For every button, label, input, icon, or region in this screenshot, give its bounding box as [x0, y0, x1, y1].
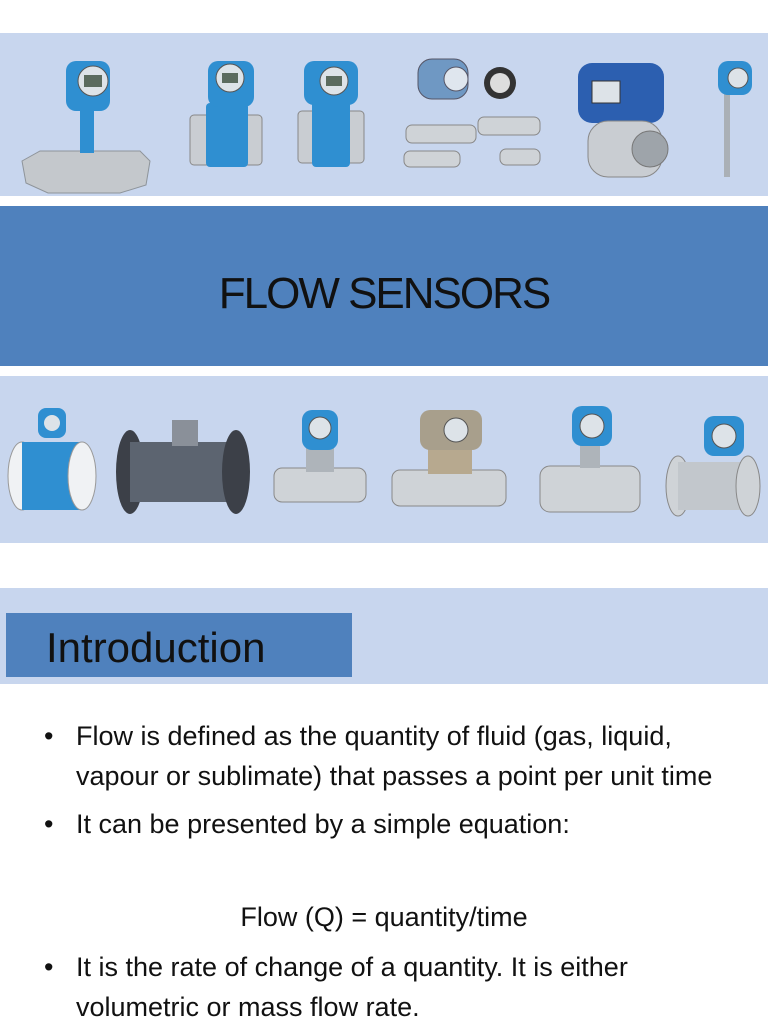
top-device-images	[21, 58, 752, 194]
bottom-device-images	[7, 406, 761, 517]
coriolis-meter-image	[21, 61, 151, 194]
electromagnetic-meter-compact-image	[297, 61, 365, 167]
page-title: FLOW SENSORS	[218, 269, 552, 318]
electromagnetic-meter-image	[189, 61, 263, 167]
list-item: • Flow is defined as the quantity of flu…	[40, 716, 716, 796]
turbine-meters-image	[403, 58, 541, 168]
steel-transmitter-meter-image	[391, 410, 507, 507]
flanged-meter-image	[665, 416, 761, 517]
section-header-box	[6, 613, 352, 677]
title-band	[0, 206, 768, 366]
equation: Flow (Q) = quantity/time	[240, 902, 528, 932]
bullet-icon: •	[44, 721, 54, 751]
bullet-text: It can be presented by a simple equation…	[76, 809, 570, 839]
lined-magnetic-meter-image	[7, 408, 97, 511]
bullet-icon: •	[44, 809, 54, 839]
bullet-list-continued: • It is the rate of change of a quantity…	[40, 947, 740, 1035]
blue-housing-meter-image	[578, 63, 669, 178]
sanitary-meter-image	[539, 406, 641, 513]
bullet-text: It is the rate of change of a quantity. …	[76, 952, 628, 1022]
bullet-text: Flow is defined as the quantity of fluid…	[76, 721, 713, 791]
large-turbine-meter-image	[116, 420, 250, 514]
bullet-list: • Flow is defined as the quantity of flu…	[40, 716, 740, 852]
insertion-probe-image	[718, 61, 752, 177]
list-item: • It is the rate of change of a quantity…	[40, 947, 696, 1027]
bullet-icon: •	[44, 952, 54, 982]
section-heading: Introduction	[46, 624, 266, 671]
vortex-meter-image	[273, 410, 367, 503]
list-item: • It can be presented by a simple equati…	[40, 804, 740, 844]
